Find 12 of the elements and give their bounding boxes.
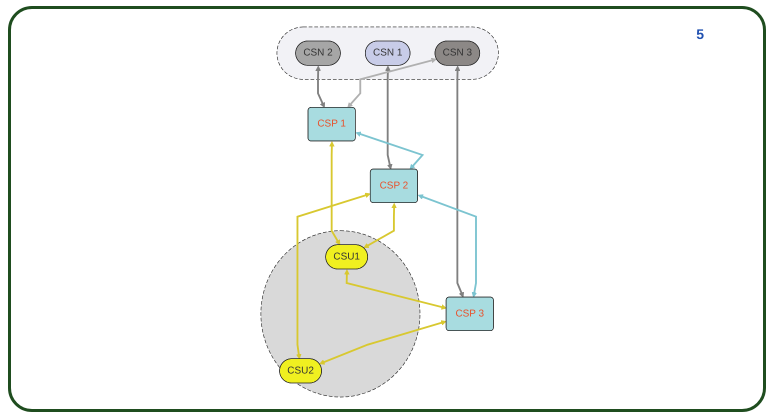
arrow — [455, 66, 464, 298]
arrow — [344, 269, 447, 310]
arrow — [418, 194, 478, 298]
arrow — [320, 320, 447, 365]
arrow — [356, 132, 424, 170]
arrow — [348, 58, 438, 108]
arrow — [385, 66, 393, 170]
arrow — [329, 141, 341, 246]
arrow — [296, 192, 371, 360]
arrow — [316, 66, 326, 108]
page-number: 5 — [696, 26, 704, 42]
arrow — [364, 202, 398, 248]
